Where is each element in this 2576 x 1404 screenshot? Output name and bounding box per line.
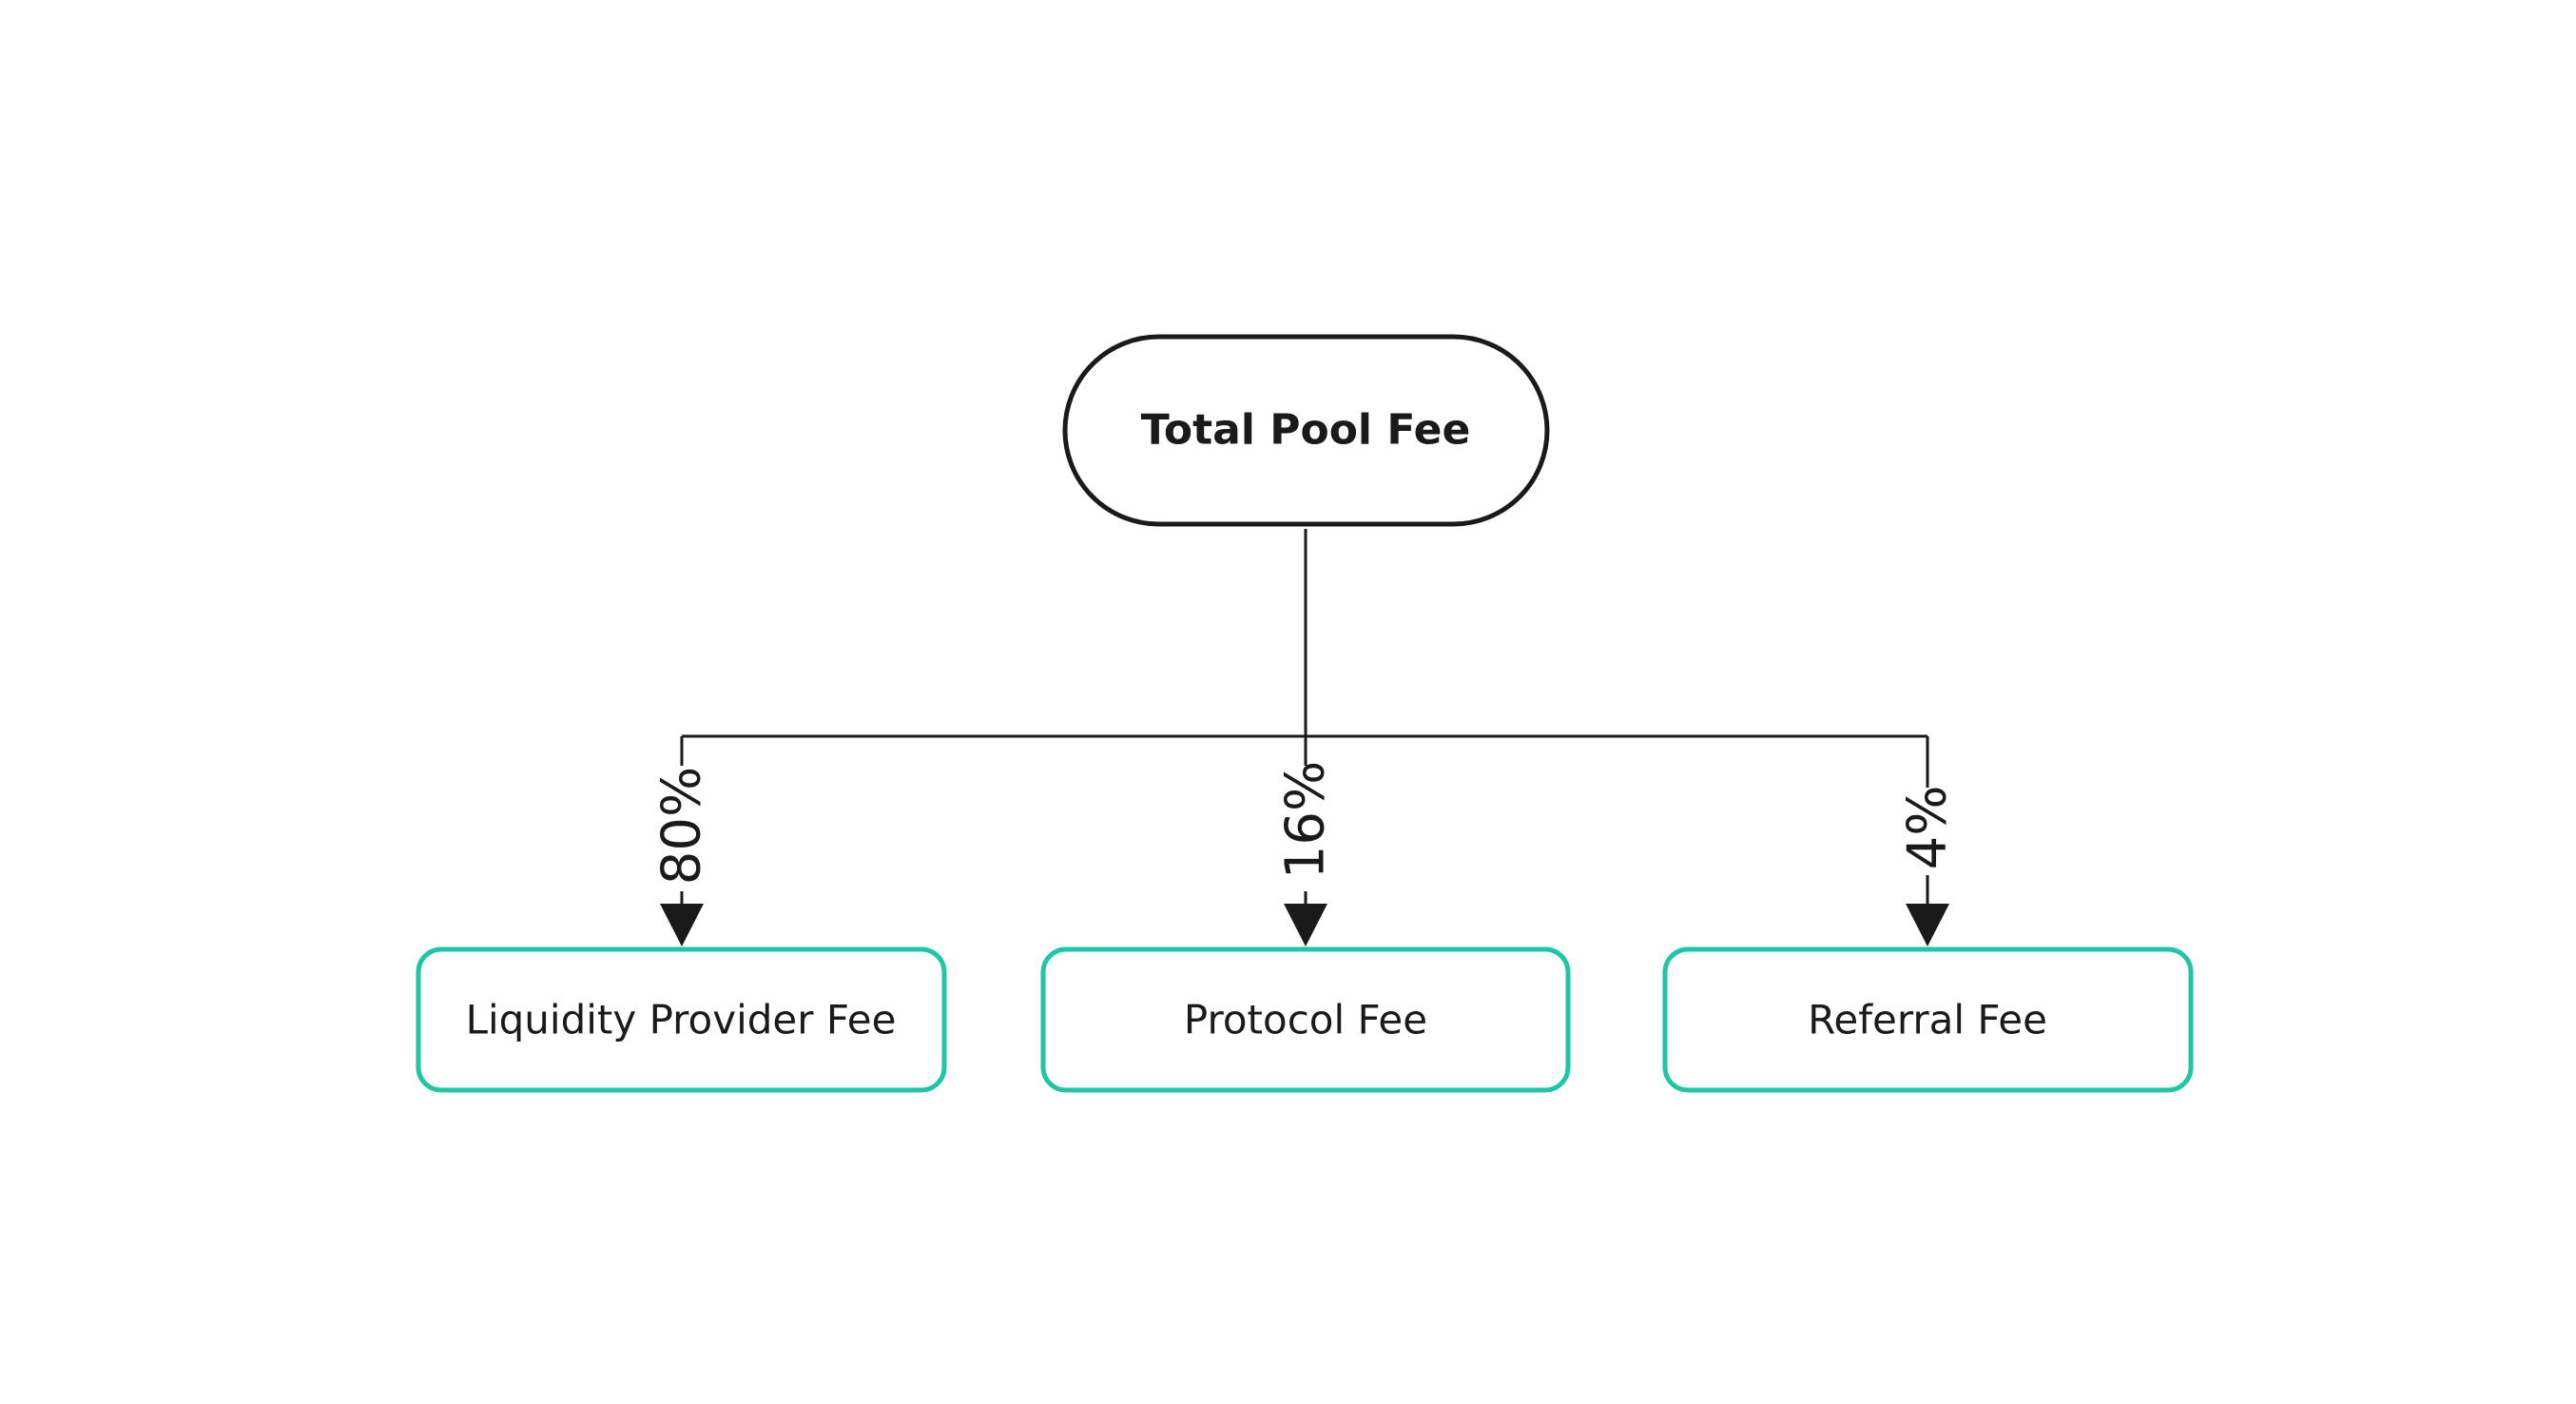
arrow-head-protocol	[1284, 904, 1327, 946]
percent-bg-referral	[1898, 788, 1957, 875]
child-node-protocol: Protocol Fee	[1040, 946, 1571, 1093]
percent-label-referral: 4%	[1897, 786, 1959, 870]
percent-label-liquidity: 80%	[651, 767, 713, 885]
percent-bg-protocol	[1276, 766, 1335, 891]
child-node-liquidity: Liquidity Provider Fee	[416, 946, 947, 1093]
child-node-protocol-shape	[1040, 946, 1571, 1093]
child-node-protocol-label: Protocol Fee	[1184, 997, 1427, 1043]
percent-label-backgrounds	[652, 766, 1957, 891]
root-node-label: Total Pool Fee	[1141, 406, 1471, 455]
arrow-heads	[660, 904, 1949, 946]
child-node-referral-shape	[1662, 946, 2194, 1093]
root-node: Total Pool Fee	[1062, 334, 1550, 527]
percent-label-protocol: 16%	[1275, 761, 1337, 879]
percent-bg-liquidity	[652, 766, 711, 891]
arrow-head-liquidity	[660, 904, 704, 946]
arrow-head-referral	[1906, 904, 1949, 946]
child-node-liquidity-shape	[416, 946, 947, 1093]
child-node-liquidity-label: Liquidity Provider Fee	[466, 997, 897, 1043]
child-node-referral-label: Referral Fee	[1808, 997, 2047, 1043]
child-node-referral: Referral Fee	[1662, 946, 2194, 1093]
root-node-shape	[1062, 334, 1550, 527]
